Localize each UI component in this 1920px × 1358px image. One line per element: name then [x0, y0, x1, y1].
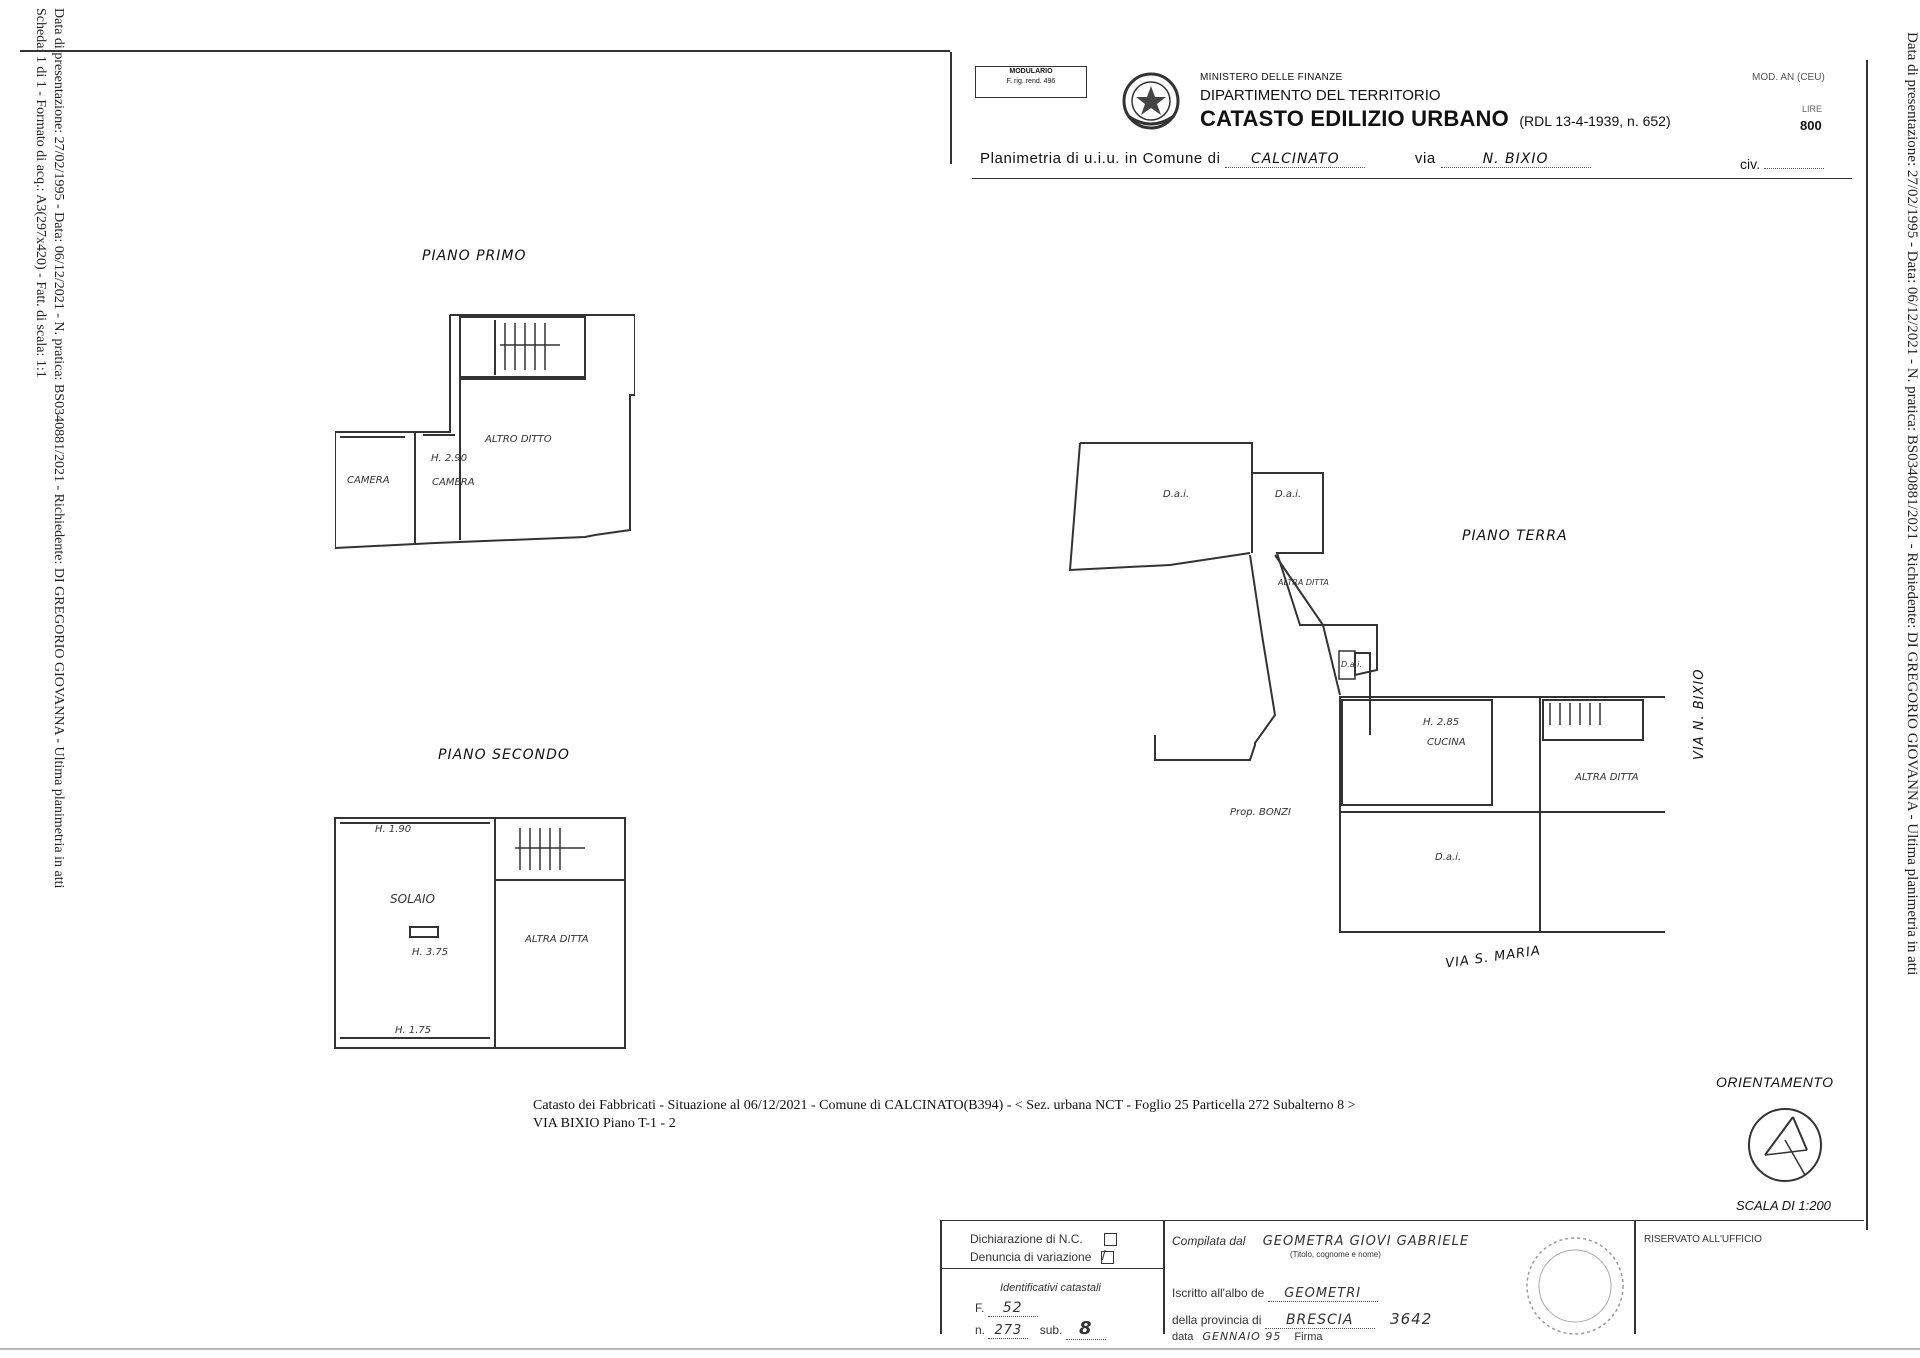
firma-label: Firma — [1294, 1331, 1323, 1343]
mod-label: MOD. AN (CEU) — [1752, 72, 1825, 83]
left-margin-line1: Data di presentazione: 27/02/1995 - Data… — [51, 8, 66, 889]
piano-secondo-plan: SOLAIO ALTRA DITTA H. 1.90 H. 3.75 H. 1.… — [334, 817, 626, 1049]
bottom-box-hsep — [940, 1268, 1163, 1269]
secondo-room-altra-ditta: ALTRA DITTA — [524, 934, 589, 945]
compilata-row: Compilata dal GEOMETRA GIOVI GABRIELE — [1172, 1234, 1469, 1249]
compilata-label: Compilata dal — [1172, 1234, 1246, 1248]
numero-value: 3642 — [1390, 1310, 1433, 1328]
denuncia-row: Denuncia di variazione / — [970, 1248, 1114, 1265]
n-label: n. — [975, 1323, 986, 1337]
data-value: GENNAIO 95 — [1202, 1330, 1282, 1343]
denuncia-checkbox[interactable]: / — [1100, 1248, 1114, 1265]
via-value: N. BIXIO — [1482, 151, 1549, 167]
bottom-box — [940, 1220, 1864, 1335]
modulario-box: MODULARIO F. rig. rend. 496 — [975, 66, 1087, 98]
bottom-box-left — [940, 1220, 942, 1334]
header-left-line — [950, 52, 952, 164]
secondo-height-1: H. 1.90 — [375, 824, 411, 835]
orientation-label: ORIENTAMENTO — [1716, 1074, 1834, 1090]
denuncia-label: Denuncia di variazione — [970, 1250, 1092, 1264]
n-value: 273 — [988, 1323, 1029, 1339]
piano-terra-plan: D.a.i. D.a.i. ALTRA DITTA D.a.i. CUCINA … — [1068, 442, 1665, 933]
sub-label: sub. — [1039, 1323, 1063, 1337]
riservato-label: RISERVATO ALL'UFFICIO — [1644, 1234, 1762, 1245]
street-east-label: VIA N. BIXIO — [1692, 668, 1707, 760]
primo-room-camera-1: CAMERA — [347, 475, 390, 486]
primo-stairs — [500, 323, 560, 370]
mod-code: 800 — [1800, 118, 1822, 133]
modulario-label: MODULARIO — [1009, 68, 1053, 75]
iscritto-row: Iscritto all'albo de GEOMETRI — [1172, 1286, 1378, 1302]
terra-neighbor: Prop. BONZI — [1230, 807, 1291, 818]
primo-room-altro-ditto: ALTRO DITTO — [484, 434, 552, 445]
title-text: CATASTO EDILIZIO URBANO — [1200, 106, 1509, 131]
secondo-stairs — [515, 828, 585, 870]
left-margin-line2: Scheda: 1 di 1 - Formato di acq.: A3(297… — [33, 8, 48, 378]
terra-room-dai-3: D.a.i. — [1341, 660, 1362, 669]
terra-stairs — [1549, 703, 1601, 725]
compass-icon — [1748, 1108, 1822, 1182]
dichiarazione-label: Dichiarazione di N.C. — [970, 1232, 1083, 1246]
right-frame-line — [1866, 60, 1868, 1230]
emblem-icon — [1122, 72, 1180, 130]
secondo-height-3: H. 1.75 — [395, 1025, 431, 1036]
secondo-height-2: H. 3.75 — [412, 947, 448, 958]
provincia-row: della provincia di BRESCIA 3642 — [1172, 1310, 1432, 1329]
primo-height: H. 2.90 — [431, 453, 467, 464]
compilata-value: GEOMETRA GIOVI GABRIELE — [1262, 1234, 1470, 1249]
terra-room-cucina: CUCINA — [1427, 737, 1466, 748]
data-label: data — [1172, 1331, 1194, 1343]
f-value: 52 — [987, 1300, 1038, 1317]
planimetria-line: Planimetria di u.i.u. in Comune di CALCI… — [980, 150, 1591, 168]
scale-label: SCALA DI 1:200 — [1736, 1198, 1831, 1213]
top-frame-line — [20, 50, 950, 52]
right-margin-line1: Data di presentazione: 27/02/1995 - Data… — [1904, 32, 1920, 976]
title-ref: (RDL 13-4-1939, n. 652) — [1519, 113, 1671, 129]
modulario-sub: F. rig. rend. 496 — [1006, 78, 1056, 85]
provincia-value: BRESCIA — [1264, 1312, 1375, 1329]
piano-primo-plan: ALTRO DITTO CAMERA CAMERA H. 2.90 — [335, 314, 635, 550]
terra-room-dai-1: D.a.i. — [1163, 489, 1189, 500]
header-bottom-line — [972, 178, 1852, 179]
identificativi-label: Identificativi catastali — [1000, 1282, 1101, 1294]
f-row: F. 52 — [975, 1300, 1038, 1317]
footer-info-line2: VIA BIXIO Piano T-1 - 2 — [533, 1116, 676, 1131]
secondo-room-solaio: SOLAIO — [390, 892, 435, 906]
bottom-box-div1 — [1163, 1220, 1165, 1334]
iscritto-value: GEOMETRI — [1267, 1286, 1378, 1302]
planimetria-label: Planimetria di u.i.u. in Comune di — [980, 150, 1221, 167]
data-row: data GENNAIO 95 Firma — [1172, 1330, 1323, 1343]
dichiarazione-checkbox[interactable] — [1104, 1233, 1118, 1247]
piano-terra-title: PIANO TERRA — [1462, 528, 1568, 544]
ministry-label: MINISTERO DELLE FINANZE — [1200, 72, 1343, 83]
via-label: via — [1414, 150, 1436, 167]
civ-label: civ. — [1740, 156, 1824, 172]
terra-room-dai-4: D.a.i. — [1435, 852, 1461, 863]
terra-room-altra-ditta-1: ALTRA DITTA — [1277, 578, 1329, 587]
sub-value: 8 — [1065, 1318, 1106, 1340]
piano-primo-title: PIANO PRIMO — [422, 248, 527, 264]
page-title: CATASTO EDILIZIO URBANO (RDL 13-4-1939, … — [1200, 106, 1671, 132]
provincia-label: della provincia di — [1172, 1313, 1262, 1327]
compilata-hint: (Titolo, cognome e nome) — [1290, 1250, 1381, 1259]
footer-info-line1: Catasto dei Fabbricati - Situazione al 0… — [533, 1098, 1356, 1113]
f-label: F. — [975, 1301, 985, 1315]
iscritto-label: Iscritto all'albo de — [1172, 1286, 1265, 1300]
piano-secondo-title: PIANO SECONDO — [438, 747, 570, 763]
terra-room-dai-2: D.a.i. — [1275, 489, 1301, 500]
bottom-page-line — [0, 1348, 1920, 1350]
comune-value: CALCINATO — [1250, 151, 1340, 167]
dichiarazione-row: Dichiarazione di N.C. — [970, 1232, 1118, 1247]
bottom-box-div2 — [1634, 1220, 1636, 1334]
stamp-icon — [1526, 1237, 1624, 1335]
n-row: n. 273 sub. 8 — [975, 1318, 1106, 1340]
civ-text: civ. — [1740, 156, 1760, 172]
primo-room-camera-2: CAMERA — [432, 477, 475, 488]
department-label: DIPARTIMENTO DEL TERRITORIO — [1200, 87, 1441, 104]
terra-room-altra-ditta-2: ALTRA DITTA — [1574, 772, 1639, 783]
mod-code-label: LIRE — [1802, 104, 1823, 114]
terra-height: H. 2.85 — [1423, 717, 1459, 728]
